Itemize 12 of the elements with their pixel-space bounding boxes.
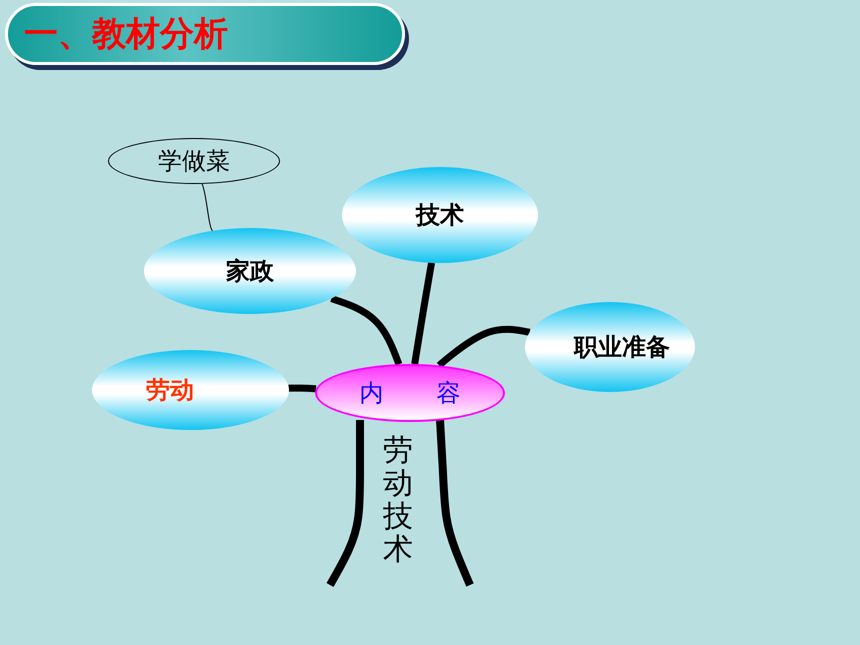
node-label: 技术: [416, 200, 464, 231]
callout-ellipse: [108, 138, 280, 184]
leader-line: [202, 183, 214, 232]
vertical-label: 劳动技术: [383, 434, 413, 566]
branch-line: [330, 295, 402, 366]
branch-line: [286, 384, 317, 392]
node-label: 职业准备: [574, 332, 670, 363]
node-label: 内容: [360, 378, 514, 409]
node-label: 学做菜: [158, 146, 230, 177]
branch-line: [411, 262, 435, 365]
node-label: 家政: [226, 256, 274, 287]
node-label: 劳动: [146, 375, 194, 406]
